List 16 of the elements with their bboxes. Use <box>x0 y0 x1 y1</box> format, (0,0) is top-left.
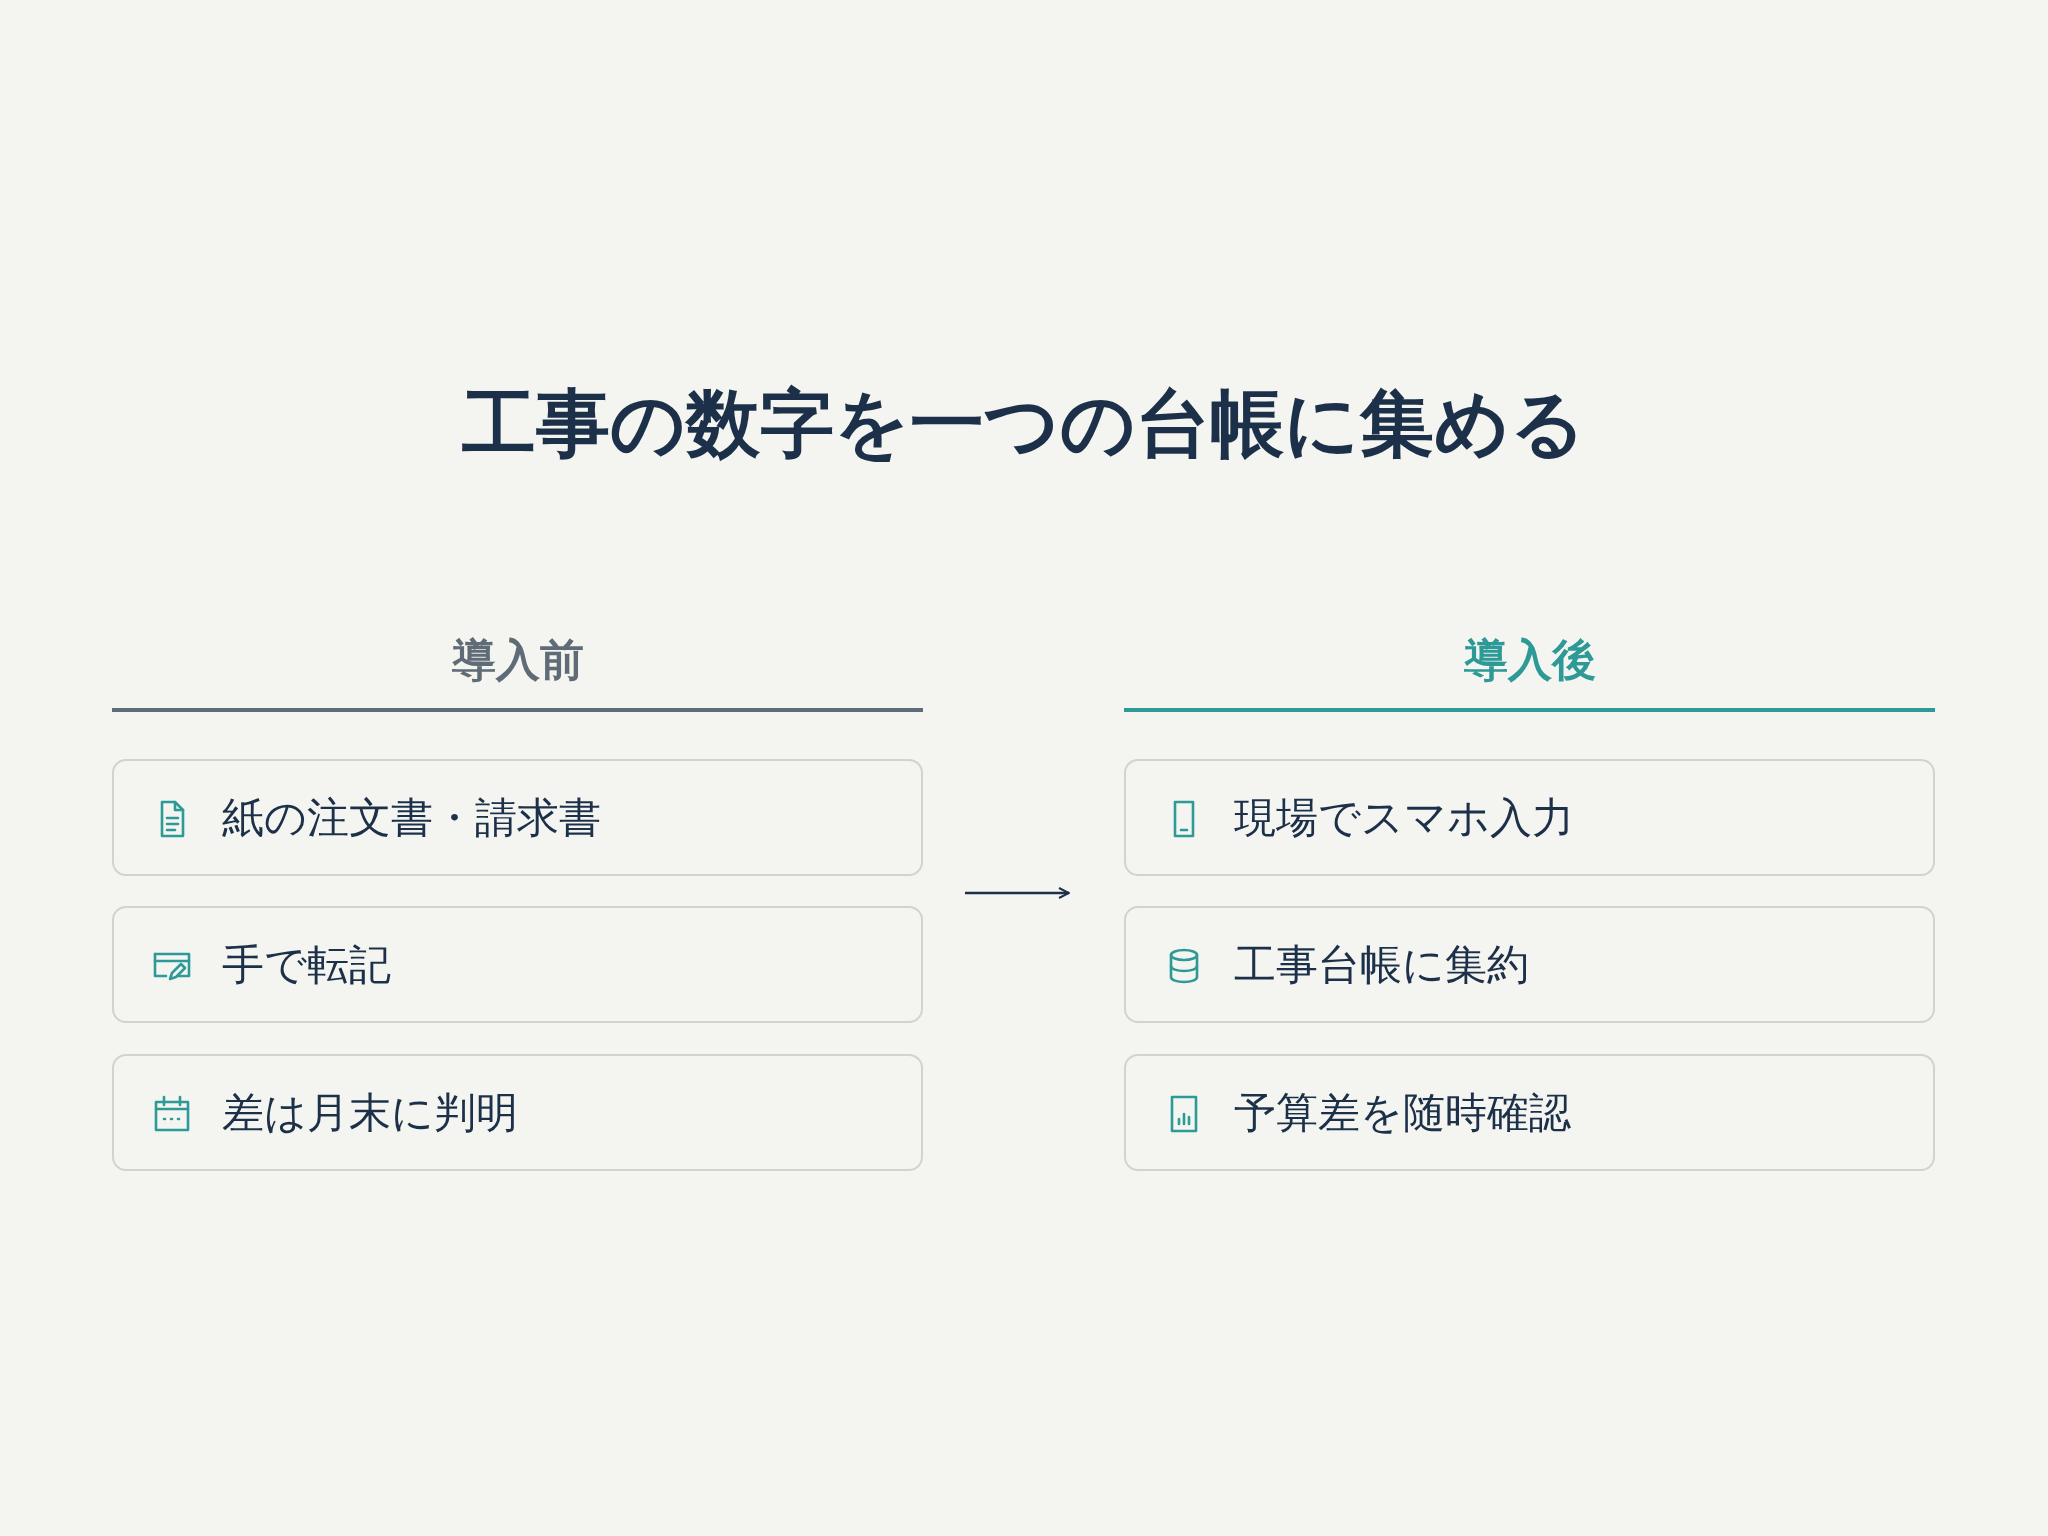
arrow <box>965 887 1070 899</box>
item-card <box>1124 759 1935 876</box>
item-card <box>1124 906 1935 1023</box>
item-text: 手で転記 <box>222 939 391 991</box>
column-heading: 導入前 <box>112 620 923 712</box>
title: 工事の数字を一つの台帳に集める <box>461 379 1587 468</box>
item-card <box>1124 1054 1935 1171</box>
item-card <box>112 1054 923 1171</box>
column-heading: 導入後 <box>1124 620 1935 712</box>
item-card <box>112 759 923 876</box>
item-text: 紙の注文書・請求書 <box>222 792 601 844</box>
item-text: 予算差を随時確認 <box>1234 1087 1571 1139</box>
item-text: 差は月末に判明 <box>222 1087 518 1139</box>
item-text: 工事台帳に集約 <box>1234 939 1529 991</box>
item-card <box>112 906 923 1023</box>
item-text: 現場でスマホ入力 <box>1234 792 1574 844</box>
